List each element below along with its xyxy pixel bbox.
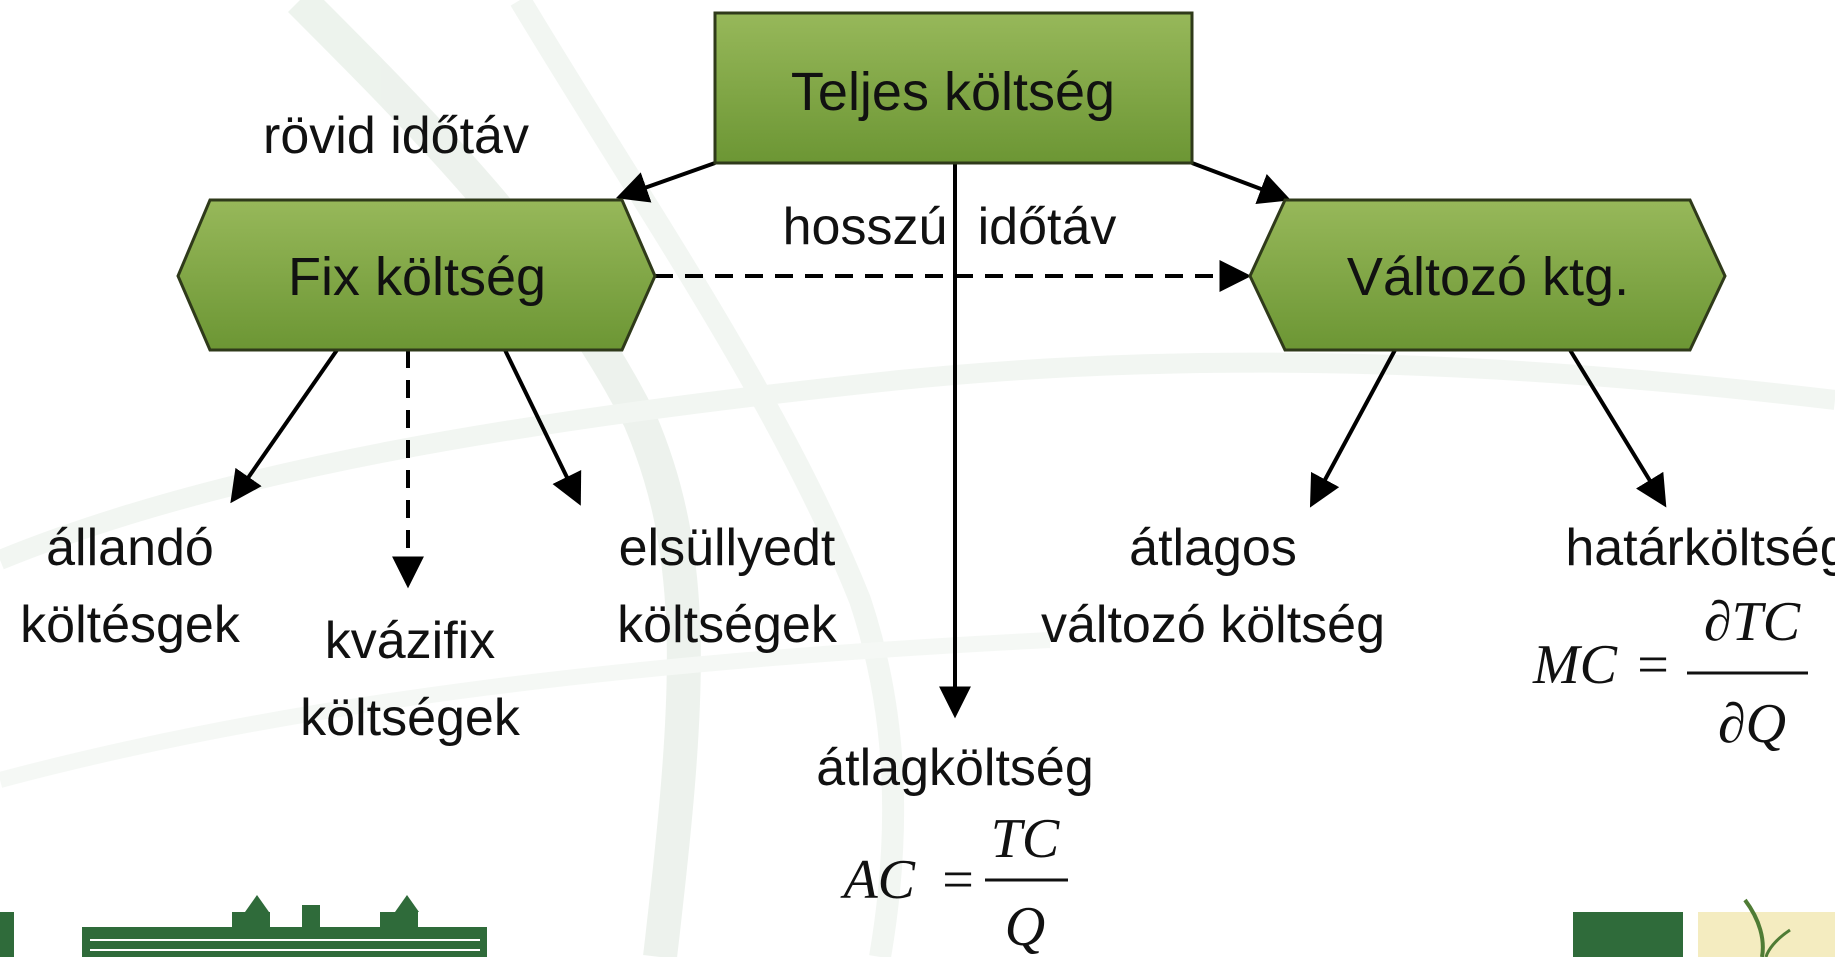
arrow-fixed-to-sunk bbox=[503, 349, 582, 506]
label-quasi-fixed-line1: kvázifix bbox=[325, 612, 495, 670]
formula-average-cost: AC = TC Q bbox=[839, 808, 1068, 958]
label-short-run: rövid időtáv bbox=[263, 107, 529, 165]
label-sunk-costs-line2: költségek bbox=[617, 596, 838, 654]
node-total-cost: Teljes költség bbox=[713, 11, 1194, 165]
formula-mc-lhs: MC bbox=[1532, 634, 1618, 696]
label-quasi-fixed-line2: költségek bbox=[300, 689, 521, 747]
label-sunk-costs-line1: elsüllyedt bbox=[619, 519, 836, 577]
label-avc-line1: átlagos bbox=[1129, 519, 1297, 577]
connectors bbox=[230, 161, 1667, 719]
faculty-leaf-logo bbox=[1573, 898, 1835, 958]
formula-ac-lhs: AC bbox=[839, 849, 915, 911]
node-total-cost-label: Teljes költség bbox=[791, 62, 1115, 122]
formula-ac-denominator: Q bbox=[1005, 896, 1045, 957]
label-long-run-part2: időtáv bbox=[978, 198, 1117, 256]
formula-ac-equals: = bbox=[942, 849, 974, 911]
formula-mc-equals: = bbox=[1637, 634, 1669, 696]
label-avc-line2: változó költség bbox=[1041, 596, 1385, 654]
node-fixed-cost-label: Fix költség bbox=[288, 247, 546, 307]
label-average-cost: átlagköltség bbox=[816, 739, 1094, 797]
label-constant-costs-line1: állandó bbox=[46, 519, 214, 577]
arrow-total-to-variable bbox=[1191, 161, 1291, 204]
arrow-variable-to-marginal bbox=[1568, 348, 1667, 508]
label-long-run-part1: hosszú bbox=[783, 198, 948, 256]
arrow-fixed-to-constant bbox=[230, 348, 339, 504]
formula-mc-numerator: ∂TC bbox=[1704, 591, 1801, 653]
arrow-variable-to-avc bbox=[1309, 349, 1397, 508]
label-marginal-cost: határköltség bbox=[1565, 519, 1835, 577]
formula-marginal-cost: MC = ∂TC ∂Q bbox=[1532, 591, 1808, 755]
node-variable-cost-label: Változó ktg. bbox=[1347, 247, 1629, 307]
label-constant-costs-line2: költésgek bbox=[20, 596, 241, 654]
formula-ac-numerator: TC bbox=[991, 808, 1060, 870]
university-building-logo bbox=[0, 895, 487, 957]
node-fixed-cost: Fix költség bbox=[176, 198, 657, 352]
formula-mc-denominator: ∂Q bbox=[1718, 693, 1786, 755]
arrow-total-to-fixed bbox=[615, 161, 716, 203]
node-variable-cost: Változó ktg. bbox=[1248, 198, 1727, 352]
